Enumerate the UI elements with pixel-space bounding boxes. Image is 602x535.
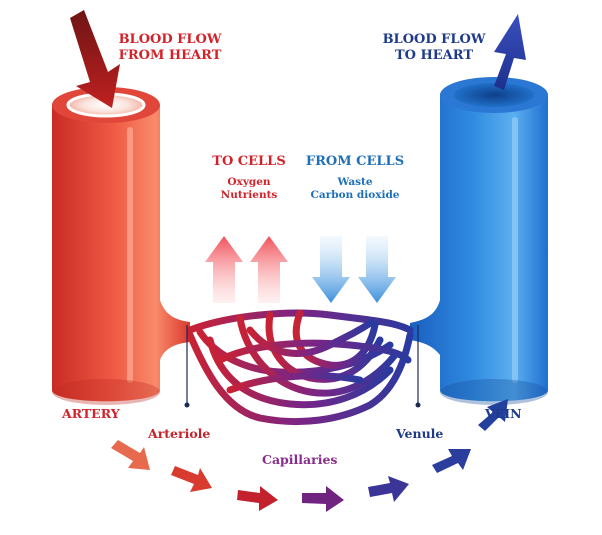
vein-vessel xyxy=(410,77,548,405)
leader-lines xyxy=(184,325,421,408)
label-vein: VEIN xyxy=(485,406,522,421)
up-arrow-icon xyxy=(205,236,243,303)
arrow-into-artery-icon xyxy=(70,10,120,108)
down-arrow-icon xyxy=(312,236,350,303)
to-cells-arrows xyxy=(205,236,288,303)
label-blood-flow-to-heart: BLOOD FLOW TO HEART xyxy=(382,32,486,64)
down-arrow-icon xyxy=(358,236,396,303)
label-arteriole: Arteriole xyxy=(148,426,211,441)
flow-arrow-icon xyxy=(171,466,212,492)
flow-arrow-icon xyxy=(111,440,150,470)
label-capillaries: Capillaries xyxy=(262,452,338,467)
flow-arrow-icon xyxy=(237,486,278,511)
label-venule: Venule xyxy=(396,426,444,441)
label-artery: ARTERY xyxy=(62,406,120,421)
flow-arrow-icon xyxy=(432,449,471,473)
artery-vessel xyxy=(52,87,190,405)
label-from-cells: FROM CELLS Waste Carbon dioxide xyxy=(305,154,405,202)
capillary-network xyxy=(186,309,414,426)
arrow-out-of-vein-icon xyxy=(494,14,526,90)
flow-arrow-icon xyxy=(478,399,508,431)
label-to-cells: TO CELLS Oxygen Nutrients xyxy=(212,154,286,202)
flow-arrow-icon xyxy=(302,486,344,512)
up-arrow-icon xyxy=(250,236,288,303)
label-blood-flow-from-heart: BLOOD FLOW FROM HEART xyxy=(118,32,222,64)
from-cells-arrows xyxy=(312,236,396,303)
flow-arrow-icon xyxy=(368,476,409,502)
circulation-arrows xyxy=(111,399,508,512)
